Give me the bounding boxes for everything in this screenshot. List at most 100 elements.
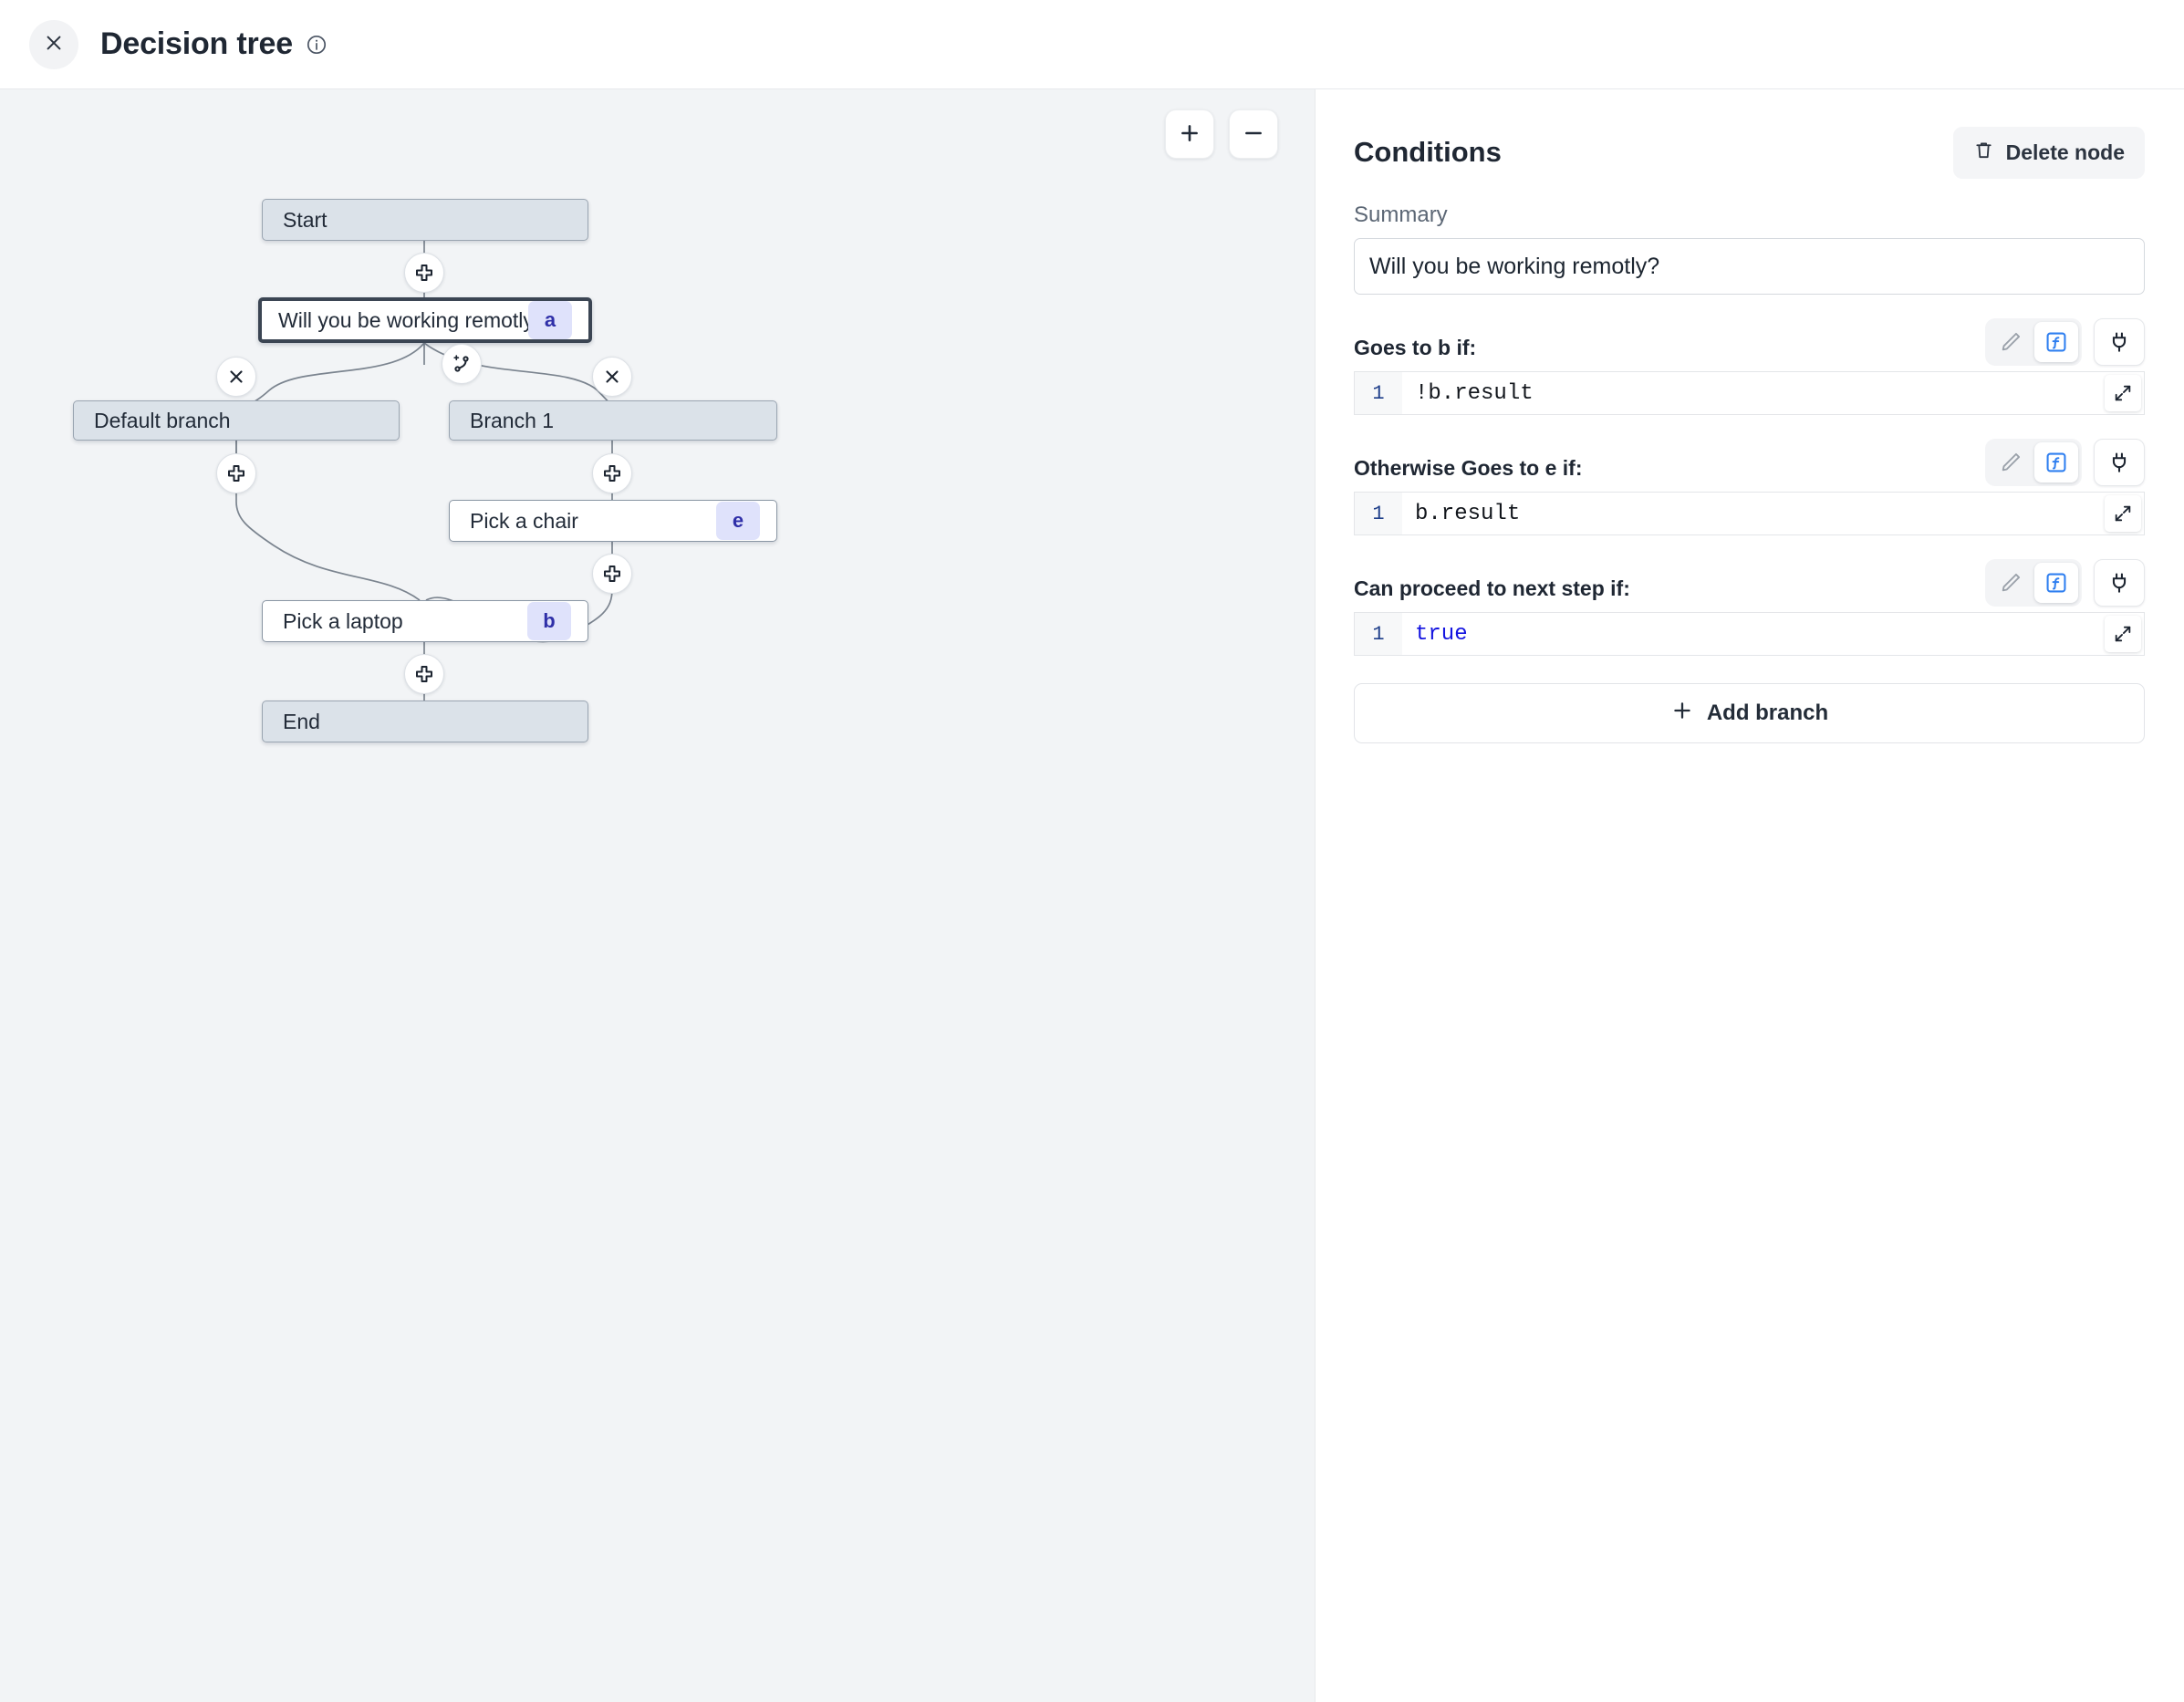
delete-node-button[interactable]: Delete node xyxy=(1952,126,2145,179)
expand-editor-button[interactable] xyxy=(2105,616,2141,652)
app-header: Decision tree xyxy=(0,0,2184,89)
line-number: 1 xyxy=(1355,613,1402,655)
add-node-branch-1[interactable] xyxy=(592,453,632,493)
function-icon xyxy=(2044,451,2068,474)
edit-mode-button[interactable] xyxy=(1989,322,2033,362)
function-mode-button[interactable] xyxy=(2034,563,2078,603)
function-icon xyxy=(2044,571,2068,595)
plug-icon xyxy=(2107,451,2131,474)
trash-icon xyxy=(1973,140,1994,166)
connect-button[interactable] xyxy=(2094,559,2145,607)
node-label: Pick a chair xyxy=(470,508,578,533)
plus-icon xyxy=(601,563,623,585)
pencil-icon xyxy=(1999,451,2023,474)
add-node-after-pick-a-laptop[interactable] xyxy=(404,654,444,694)
remove-default-branch[interactable] xyxy=(216,357,256,397)
close-icon xyxy=(44,33,64,56)
panel-title: Conditions xyxy=(1354,136,1502,168)
node-label: Pick a laptop xyxy=(283,608,403,633)
flow-canvas[interactable]: Start Will you be working remotly? a xyxy=(0,89,1316,1702)
branch-plus-icon xyxy=(451,353,473,375)
condition-tools xyxy=(1985,559,2145,607)
node-pick-a-laptop[interactable]: Pick a laptop b xyxy=(262,600,588,642)
line-number: 1 xyxy=(1355,372,1402,414)
page-title: Decision tree xyxy=(100,26,293,61)
pencil-icon xyxy=(1999,330,2023,354)
node-badge: a xyxy=(528,301,572,339)
plug-icon xyxy=(2107,571,2131,595)
zoom-out-button[interactable] xyxy=(1229,109,1278,159)
plus-icon xyxy=(601,462,623,484)
code-content[interactable]: b.result xyxy=(1415,501,1521,526)
node-will-you-be-working-remotly[interactable]: Will you be working remotly? a xyxy=(258,297,592,343)
summary-label: Summary xyxy=(1354,202,1448,227)
editor-mode-toggle xyxy=(1985,318,2082,366)
node-label: Start xyxy=(283,207,328,232)
expand-editor-button[interactable] xyxy=(2105,375,2141,411)
expand-editor-button[interactable] xyxy=(2105,495,2141,532)
condition-block-can-proceed: Can proceed to next step if: xyxy=(1354,559,2145,656)
minus-icon xyxy=(1242,121,1265,148)
code-editor[interactable]: 1 !b.result xyxy=(1354,371,2145,415)
edit-mode-button[interactable] xyxy=(1989,442,2033,483)
main-area: Start Will you be working remotly? a xyxy=(0,89,2184,1702)
info-icon[interactable] xyxy=(306,34,328,56)
editor-mode-toggle xyxy=(1985,439,2082,486)
code-editor[interactable]: 1 true xyxy=(1354,612,2145,656)
condition-header-row: Goes to b if: xyxy=(1354,318,2145,366)
expand-icon xyxy=(2113,383,2133,403)
plus-icon xyxy=(1178,121,1201,148)
line-number: 1 xyxy=(1355,493,1402,534)
panel-header: Conditions Delete node xyxy=(1354,124,2145,181)
conditions-panel: Conditions Delete node Summary Goes to b… xyxy=(1316,89,2183,1702)
node-label: Default branch xyxy=(94,408,231,432)
remove-branch-1[interactable] xyxy=(592,357,632,397)
condition-label: Otherwise Goes to e if: xyxy=(1354,456,1583,480)
add-node-default-branch[interactable] xyxy=(216,453,256,493)
condition-header-row: Can proceed to next step if: xyxy=(1354,559,2145,607)
code-editor[interactable]: 1 b.result xyxy=(1354,492,2145,535)
node-label: End xyxy=(283,709,320,733)
function-mode-button[interactable] xyxy=(2034,322,2078,362)
delete-node-label: Delete node xyxy=(2005,140,2125,164)
condition-block-goes-to-b: Goes to b if: xyxy=(1354,318,2145,415)
node-label: Branch 1 xyxy=(470,408,555,432)
connect-button[interactable] xyxy=(2094,439,2145,486)
plus-icon xyxy=(1670,699,1694,729)
code-content[interactable]: true xyxy=(1415,621,1468,647)
plus-icon xyxy=(413,262,435,284)
function-icon xyxy=(2044,330,2068,354)
add-node-after-start[interactable] xyxy=(404,253,444,293)
zoom-controls xyxy=(1165,109,1278,159)
connect-button[interactable] xyxy=(2094,318,2145,366)
condition-block-otherwise-goes-to-e: Otherwise Goes to e if: xyxy=(1354,439,2145,535)
node-badge: e xyxy=(716,502,760,540)
zoom-in-button[interactable] xyxy=(1165,109,1214,159)
function-mode-button[interactable] xyxy=(2034,442,2078,483)
summary-input[interactable] xyxy=(1354,238,2145,295)
close-icon xyxy=(601,366,623,388)
add-branch-button[interactable]: Add branch xyxy=(1354,683,2145,743)
node-start[interactable]: Start xyxy=(262,199,588,241)
condition-label: Can proceed to next step if: xyxy=(1354,576,1630,600)
condition-label: Goes to b if: xyxy=(1354,336,1477,359)
code-content[interactable]: !b.result xyxy=(1415,380,1534,406)
add-branch-handle[interactable] xyxy=(442,344,482,384)
node-pick-a-chair[interactable]: Pick a chair e xyxy=(449,500,777,542)
node-default-branch[interactable]: Default branch xyxy=(73,400,400,441)
plus-icon xyxy=(413,663,435,685)
edit-mode-button[interactable] xyxy=(1989,563,2033,603)
expand-icon xyxy=(2113,624,2133,644)
close-button[interactable] xyxy=(29,19,78,69)
pencil-icon xyxy=(1999,571,2023,595)
node-branch-1[interactable]: Branch 1 xyxy=(449,400,777,441)
editor-mode-toggle xyxy=(1985,559,2082,607)
node-label: Will you be working remotly? xyxy=(278,307,546,332)
title-group: Decision tree xyxy=(100,26,328,62)
condition-header-row: Otherwise Goes to e if: xyxy=(1354,439,2145,486)
plus-icon xyxy=(225,462,247,484)
flow-edges xyxy=(235,240,615,702)
close-icon xyxy=(225,366,247,388)
node-end[interactable]: End xyxy=(262,701,588,742)
add-node-after-pick-a-chair[interactable] xyxy=(592,554,632,594)
